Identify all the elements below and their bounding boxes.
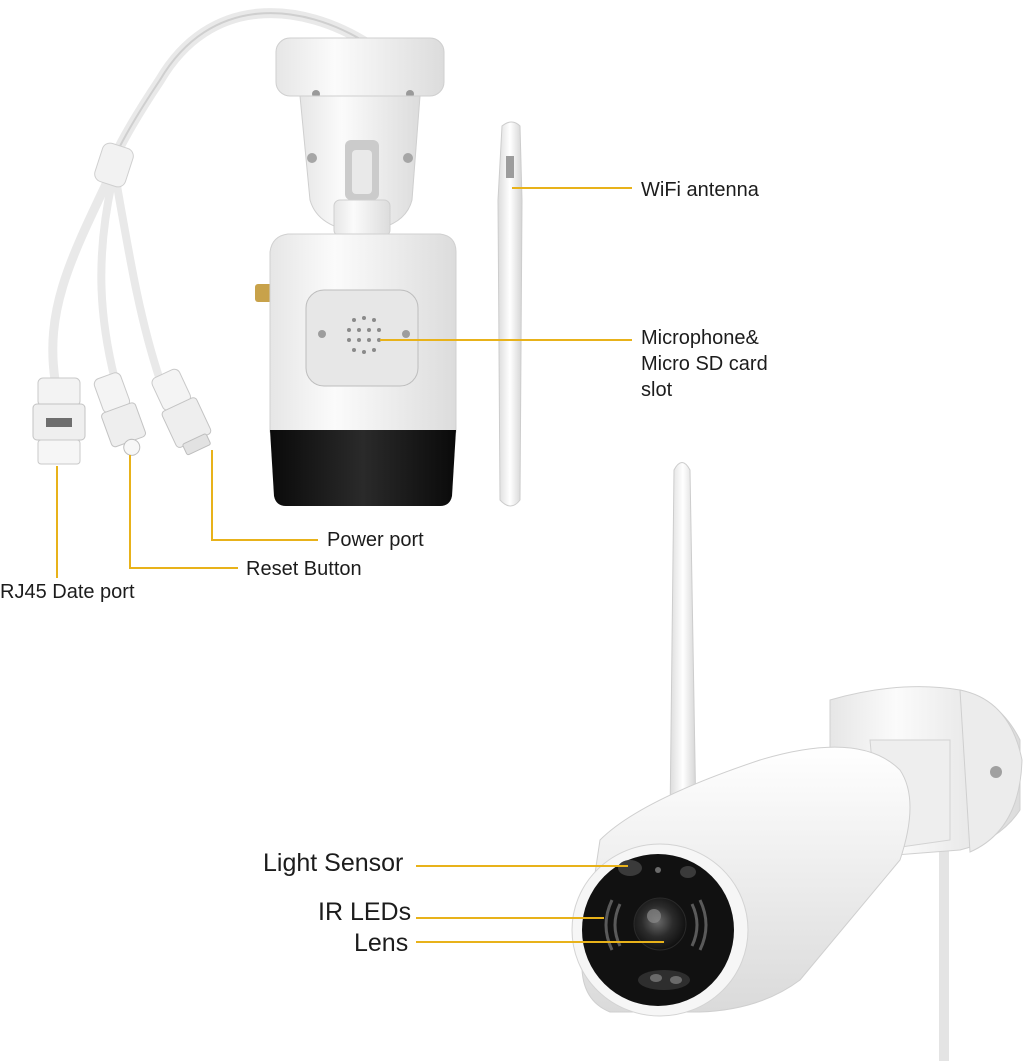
microphone-holes bbox=[347, 316, 381, 354]
label-ir-leds: IR LEDs bbox=[318, 898, 412, 926]
label-reset-button: Reset Button bbox=[246, 558, 362, 580]
label-rj45-port: RJ45 Date port bbox=[0, 581, 135, 603]
leader-reset-button bbox=[129, 455, 238, 569]
front-camera-view bbox=[571, 462, 1023, 1061]
label-microphone-sd: Microphone& Micro SD card slot bbox=[641, 327, 768, 401]
label-wifi-antenna: WiFi antenna bbox=[641, 179, 759, 201]
cable-bundle bbox=[48, 8, 375, 385]
label-light-sensor: Light Sensor bbox=[263, 849, 404, 877]
power-connector bbox=[151, 368, 212, 456]
wifi-antenna-front bbox=[669, 462, 697, 821]
rj45-connector bbox=[32, 377, 86, 465]
label-power-port: Power port bbox=[327, 529, 424, 551]
label-lens: Lens bbox=[354, 929, 409, 957]
ir-leds bbox=[604, 899, 708, 951]
leader-power-port bbox=[211, 450, 318, 541]
reset-connector bbox=[93, 372, 146, 456]
camera-black-band bbox=[270, 430, 456, 506]
light-sensor bbox=[618, 860, 696, 878]
wifi-antenna-rear bbox=[497, 121, 523, 507]
leader-lines bbox=[56, 187, 664, 943]
sd-card-panel bbox=[305, 289, 419, 387]
mount-plate bbox=[275, 37, 445, 97]
cable-splitter bbox=[94, 142, 134, 188]
rear-camera-view bbox=[32, 8, 523, 507]
camera-lens bbox=[633, 897, 687, 951]
